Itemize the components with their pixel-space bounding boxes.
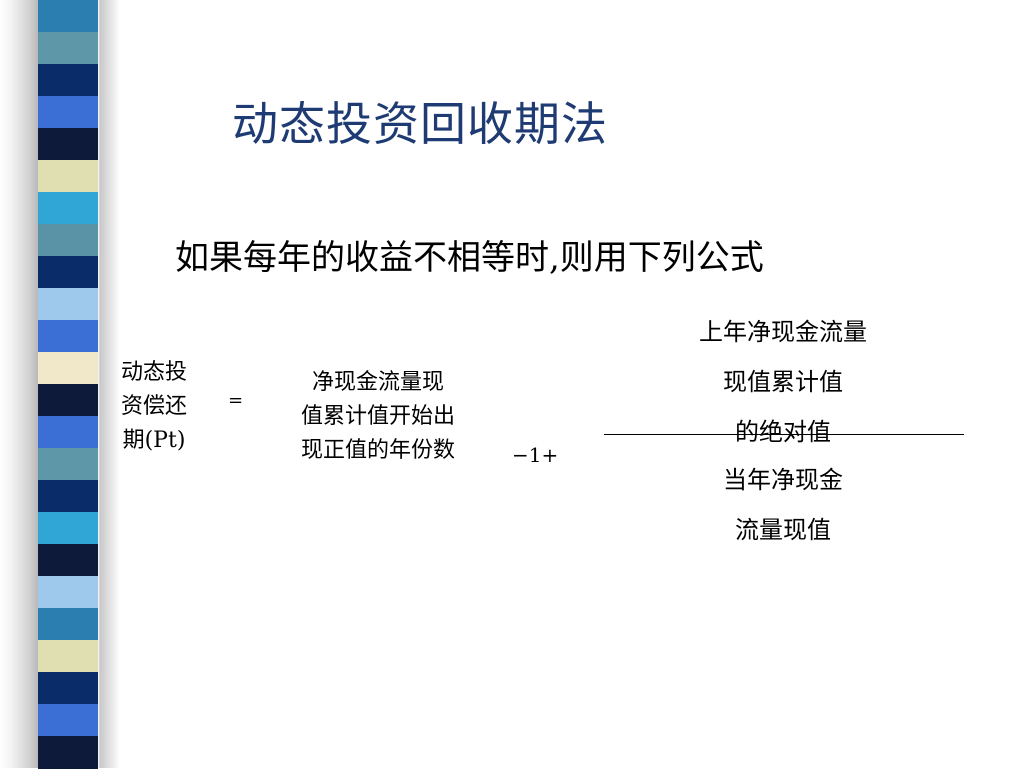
strip-color-block bbox=[38, 672, 98, 705]
strip-color-block bbox=[38, 128, 98, 161]
fraction-bar bbox=[604, 434, 964, 435]
numerator-line: 的绝对值 bbox=[735, 418, 831, 446]
strip-color-block bbox=[38, 0, 98, 33]
strip-color-block bbox=[38, 320, 98, 353]
strip-color-block bbox=[38, 704, 98, 737]
decorative-strip bbox=[0, 0, 120, 769]
slide-subtitle: 如果每年的收益不相等时,则用下列公式 bbox=[175, 238, 764, 278]
numerator-line: 现值累计值 bbox=[723, 368, 843, 396]
strip-color-block bbox=[38, 160, 98, 193]
strip-color-block bbox=[38, 608, 98, 641]
cumulative-year-term: 净现金流量现 值累计值开始出 现正值的年份数 bbox=[300, 370, 455, 463]
strip-color-block bbox=[38, 384, 98, 417]
strip-color-block bbox=[38, 288, 98, 321]
strip-color-block bbox=[38, 32, 98, 65]
strip-color-block bbox=[38, 224, 98, 257]
decorative-color-blocks bbox=[38, 0, 98, 769]
equals-sign: = bbox=[228, 390, 244, 411]
strip-color-block bbox=[38, 512, 98, 545]
strip-color-block bbox=[38, 544, 98, 577]
strip-color-block bbox=[38, 480, 98, 513]
strip-color-block bbox=[38, 64, 98, 97]
strip-color-block bbox=[38, 352, 98, 385]
strip-color-block bbox=[38, 448, 98, 481]
strip-color-block bbox=[38, 416, 98, 449]
numerator-line: 上年净现金流量 bbox=[699, 318, 867, 346]
strip-color-block bbox=[38, 640, 98, 673]
denominator-line: 流量现值 bbox=[735, 516, 831, 544]
strip-color-block bbox=[38, 192, 98, 225]
strip-color-block bbox=[38, 576, 98, 609]
minus-one-plus-operator: −1+ bbox=[512, 443, 559, 467]
strip-color-block bbox=[38, 256, 98, 289]
formula-lhs: 动态投 资偿还 期(Pt) bbox=[120, 360, 187, 453]
strip-color-block bbox=[38, 736, 98, 769]
strip-color-block bbox=[38, 96, 98, 129]
slide-title: 动态投资回收期法 bbox=[232, 97, 608, 151]
denominator-line: 当年净现金 bbox=[723, 466, 843, 494]
